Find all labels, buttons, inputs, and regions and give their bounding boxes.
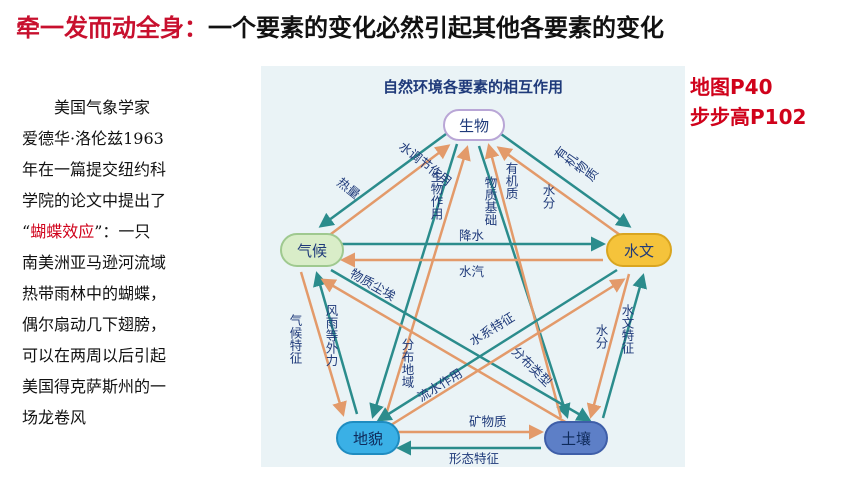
reference-workbook: 步步高P102 [690, 105, 807, 129]
arrow-bio-landform [369, 143, 459, 419]
arrow-soil-climate [320, 278, 580, 432]
story-line: 可以在两周以后引起 [22, 346, 167, 365]
diagram-title: 自然环境各要素的相互作用 [383, 78, 563, 96]
arrow-bio-soil [477, 145, 571, 419]
story-line: 美国气象学家 [54, 98, 151, 117]
node-biology: 生物 [443, 109, 505, 141]
story-line: 美国得克萨斯州的一 [22, 377, 167, 396]
arrow-hydro-landform [376, 268, 618, 422]
story-line: 偶尔扇动几下翅膀， [22, 315, 167, 334]
label-bio-to-soil-b: 物质基础 [483, 176, 498, 226]
story-line-term: “蝴蝶效应”：一只 [22, 222, 151, 241]
story-line: 热带雨林中的蝴蝶， [22, 284, 167, 303]
reference-list: 地图P40 步步高P102 [690, 72, 806, 132]
butterfly-effect-text: 美国气象学家 爱德华·洛伦兹1963 年在一篇提交纽约科 学院的论文中提出了 “… [22, 92, 244, 433]
arrow-bio-climate [318, 132, 447, 228]
node-hydrology-label: 水文 [624, 242, 654, 260]
label-climate-to-landform: 气候特征 [288, 313, 303, 365]
arrow-climate-soil [330, 268, 592, 422]
arrow-landform-climate [313, 271, 359, 415]
node-biology-label: 生物 [459, 117, 489, 135]
story-line: 爱德华·洛伦兹1963 [22, 129, 164, 148]
arrow-climate-bio [322, 144, 451, 241]
label-hydro-to-climate: 水汽 [459, 264, 485, 279]
arrow-hydro-bio [496, 146, 628, 242]
label-hydro-to-soil-a: 水分 [594, 324, 609, 350]
arrow-landform-bio [383, 145, 471, 419]
story-line: 场龙卷风 [22, 408, 87, 427]
butterfly-effect-term: 蝴蝶效应 [30, 222, 95, 241]
label-landform-to-hydro: 水系特征 [467, 309, 518, 348]
title-lead: 牵一发而动全身： [16, 14, 208, 42]
label-climate-to-hydro: 降水 [459, 228, 485, 243]
label-hydro-to-soil-b: 水文特征 [620, 304, 635, 355]
node-hydrology: 水文 [606, 233, 672, 267]
label-bio-to-hydro: 有机物质 [551, 144, 601, 185]
label-soil-to-landform-b: 形态特征 [449, 451, 500, 466]
arrow-climate-landform [299, 271, 347, 417]
label-bio-to-soil-a: 有机质 [504, 162, 519, 200]
node-climate: 气候 [280, 233, 344, 267]
reference-atlas: 地图P40 [690, 75, 773, 99]
interaction-diagram: 自然环境各要素的相互作用 水调节作用 热量 [280, 78, 672, 466]
label-landform-to-bio: 分布地域 [400, 338, 415, 388]
story-line: 年在一篇提交纽约科 [22, 160, 167, 179]
arrow-landform-hydro [382, 278, 626, 432]
label-hydro-to-bio: 水分 [541, 184, 556, 210]
slide-title: 牵一发而动全身：一个要素的变化必然引起其他各要素的变化 [16, 8, 664, 43]
arrow-soil-hydro [601, 273, 647, 419]
arrow-soil-bio [484, 143, 563, 419]
label-landform-to-climate: 风雨等外力 [324, 304, 339, 367]
node-soil: 土壤 [544, 421, 608, 455]
node-landform: 地貌 [336, 421, 400, 455]
title-rest: 一个要素的变化必然引起其他各要素的变化 [208, 14, 664, 42]
node-landform-label: 地貌 [353, 430, 383, 448]
node-soil-label: 土壤 [561, 430, 591, 448]
label-bio-to-landform: 生物作用 [429, 170, 444, 221]
arrow-bio-hydro [500, 132, 632, 228]
story-line: 学院的论文中提出了 [22, 191, 167, 210]
node-climate-label: 气候 [297, 242, 327, 260]
story-line: 南美洲亚马逊河流域 [22, 253, 167, 272]
arrow-hydro-soil [586, 273, 631, 419]
diagram-photo: 自然环境各要素的相互作用 水调节作用 热量 [261, 66, 685, 467]
label-soil-to-landform-a: 矿物质 [469, 414, 507, 429]
